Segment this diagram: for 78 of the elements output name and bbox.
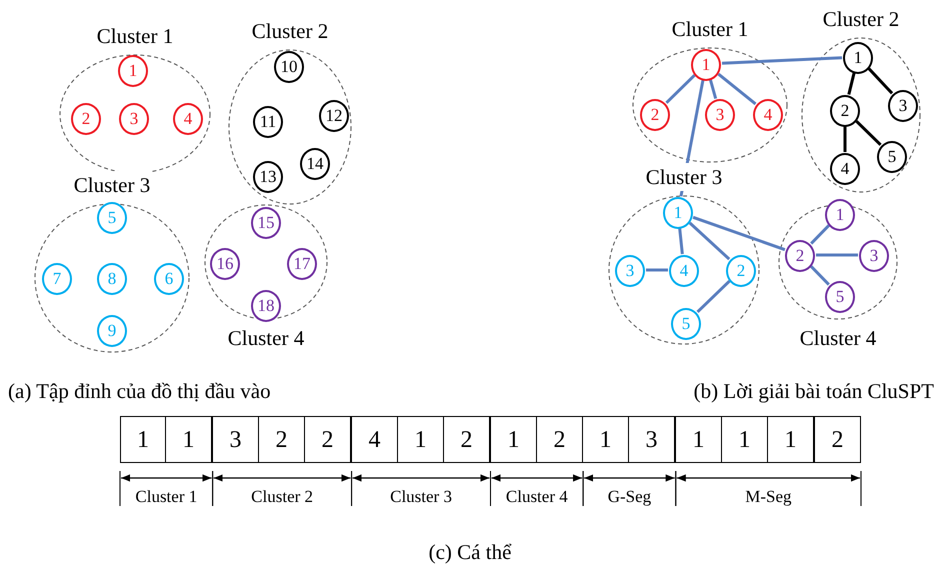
edge-line [688,222,730,260]
table-cell: 2 [304,416,351,463]
edge-line [665,74,696,104]
segment-label: Cluster 1 [135,487,198,507]
segment-label: M-Seg [745,487,792,507]
vertex-circle: 3 [119,103,149,135]
segment-label: Cluster 3 [390,487,452,507]
vertex-circle: 1 [663,197,693,229]
table-cell: 2 [536,416,583,463]
vertex-circle: 3 [705,99,735,131]
edge-line [722,56,842,65]
vertex-circle: 1 [691,49,721,81]
vertex-circle: 2 [785,240,815,272]
table-cell: 1 [721,416,768,463]
subfigure-caption: (b) Lời giải bài toán CluSPT [694,379,934,404]
vertex-circle: 1 [825,199,855,231]
vertex-circle: 4 [753,99,783,131]
edge-line [718,72,756,106]
edge-line [678,228,684,254]
vertex-circle: 15 [251,207,281,239]
vertex-circle: 4 [830,153,860,185]
table-cell: 1 [582,416,629,463]
edge-line [692,216,786,252]
subfigure-caption: (c) Cá thể [428,540,512,565]
segment-label: Cluster 4 [506,487,568,507]
table-cell: 1 [397,416,444,463]
edge-line [708,79,718,99]
vertex-circle: 6 [154,263,184,295]
vertex-circle: 8 [97,263,127,295]
table-cell: 1 [490,416,537,463]
table-cell: 1 [675,416,722,463]
vertex-circle: 2 [640,99,670,131]
table-cell: 2 [258,416,305,463]
vertex-circle: 1 [118,55,148,87]
vertex-circle: 13 [253,161,283,193]
edge-line [847,72,856,95]
edge-line [816,254,858,256]
subfigure-caption: (a) Tập đỉnh của đồ thị đầu vào [8,379,271,404]
vertex-circle: 14 [300,148,330,180]
vertex-circle: 3 [615,255,645,287]
table-cell: 4 [351,416,398,463]
vertex-circle: 2 [726,255,756,287]
table-cell: 2 [443,416,490,463]
vertex-circle: 4 [669,255,699,287]
table-cell: 3 [212,416,259,463]
vertex-circle: 3 [859,240,889,272]
vertex-circle: 2 [830,95,860,127]
vertex-circle: 3 [888,90,918,122]
vertex-circle: 7 [42,263,72,295]
segment-label: G-Seg [608,487,652,507]
vertex-circle: 16 [210,248,240,280]
vertex-circle: 17 [287,248,317,280]
edge-line [868,68,894,94]
segment-label: Cluster 2 [251,487,314,507]
vertex-circle: 5 [97,202,127,234]
edge-line [810,224,830,245]
vertex-circle: 5 [671,308,701,340]
table-cell: 1 [120,416,166,463]
vertex-circle: 11 [253,106,283,138]
vertex-circle: 18 [251,290,281,322]
vertex-circle: 12 [319,100,349,132]
edge-line [810,265,830,286]
edge-line [696,280,731,313]
edge-line [844,126,846,152]
table-cell: 3 [628,416,675,463]
edge-line [855,120,882,146]
table-cell: 2 [814,416,861,463]
vertex-circle: 2 [71,103,101,135]
vertex-circle: 5 [877,141,907,173]
edge-line [646,268,668,272]
vertex-circle: 1 [843,42,873,74]
cluster-heading: Cluster 3 [646,163,722,191]
table-cell: 1 [767,416,814,463]
vertex-circle: 10 [274,51,304,83]
vertex-circle: 5 [825,281,855,313]
vertex-circle: 9 [97,315,127,347]
vertex-circle: 4 [173,103,203,135]
table-cell: 1 [165,416,212,463]
